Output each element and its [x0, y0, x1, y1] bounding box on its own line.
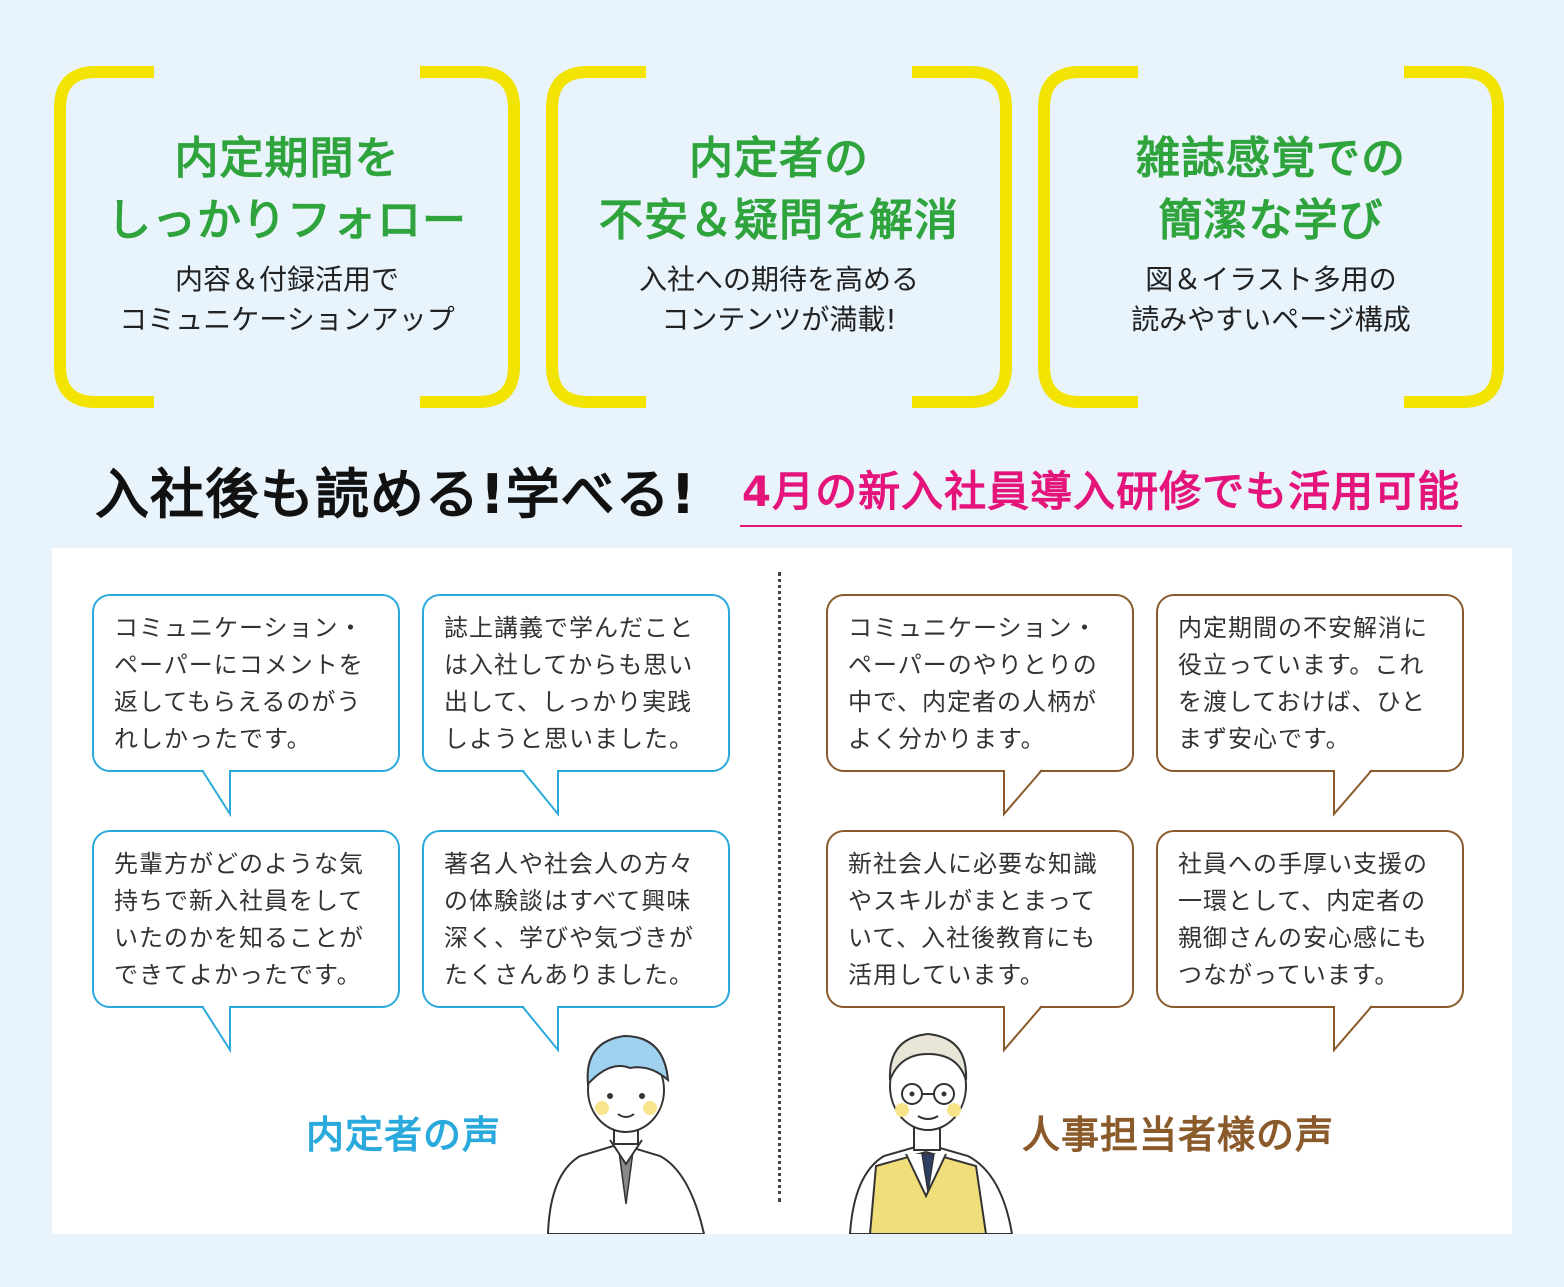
feature-title: 雑誌感覚での簡潔な学び: [1136, 133, 1406, 246]
hr-voice-label: 人事担当者様の声: [1022, 1113, 1335, 1157]
comment-text: コミュニケーション・ペーパーのやりとりの中で、内定者の人柄がよく分かります。: [848, 614, 1098, 753]
section-divider: [778, 572, 781, 1202]
bubble-tail: [1333, 768, 1373, 817]
feature-title: 内定期間をしっかりフォロー: [107, 133, 467, 246]
bubble-tail: [1003, 768, 1043, 817]
comment-text: 著名人や社会人の方々の体験談はすべて興味深く、学びや気づきがたくさんありました。: [444, 850, 694, 989]
speech-bubble: 内定期間の不安解消に役立っています。これを渡しておけば、ひとまず安心です。: [1156, 594, 1464, 772]
feature-subtitle: 内容＆付録活用でコミュニケーションアップ: [119, 263, 455, 336]
speech-bubble: 著名人や社会人の方々の体験談はすべて興味深く、学びや気づきがたくさんありました。: [422, 830, 730, 1008]
speech-bubble: コミュニケーション・ペーパーのやりとりの中で、内定者の人柄がよく分かります。: [826, 594, 1134, 772]
comment-text: 内定期間の不安解消に役立っています。これを渡しておけば、ひとまず安心です。: [1178, 614, 1428, 753]
feature-subtitle: 図＆イラスト多用の読みやすいページ構成: [1131, 263, 1411, 336]
comment-text: コミュニケーション・ペーパーにコメントを返してもらえるのがうれしかったです。: [114, 614, 364, 753]
feature-box-1: 内定期間をしっかりフォロー 内容＆付録活用でコミュニケーションアップ: [54, 66, 520, 408]
feature-title: 内定者の不安＆疑問を解消: [599, 133, 959, 246]
speech-bubble: 新社会人に必要な知識やスキルがまとまっていて、入社後教育にも活用しています。: [826, 830, 1134, 1008]
comment-text: 誌上講義で学んだことは入社してからも思い出して、しっかり実践しようと思いました。: [444, 614, 694, 753]
comment-text: 新社会人に必要な知識やスキルがまとまっていて、入社後教育にも活用しています。: [848, 850, 1098, 989]
hr-manager-illustration: [848, 1032, 1014, 1234]
bracket-frame: [54, 66, 520, 408]
bubble-tail: [201, 1004, 231, 1054]
bubble-tail: [521, 1004, 559, 1053]
bubble-tail: [1333, 1004, 1373, 1053]
employee-voice-label: 内定者の声: [306, 1113, 502, 1157]
speech-bubble: 誌上講義で学んだことは入社してからも思い出して、しっかり実践しようと思いました。: [422, 594, 730, 772]
speech-bubble: 先輩方がどのような気持ちで新入社員をしていたのかを知ることができてよかったです。: [92, 830, 400, 1008]
young-employee-illustration: [546, 1034, 706, 1234]
feature-subtitle: 入社への期待を高めるコンテンツが満載!: [638, 263, 919, 336]
comment-text: 先輩方がどのような気持ちで新入社員をしていたのかを知ることができてよかったです。: [114, 850, 364, 989]
sub-headline: 4月の新入社員導入研修でも活用可能: [740, 458, 1462, 527]
bracket-frame: [1038, 66, 1504, 408]
bracket-frame: [546, 66, 1012, 408]
bubble-tail: [521, 768, 559, 817]
feature-box-3: 雑誌感覚での簡潔な学び 図＆イラスト多用の読みやすいページ構成: [1038, 66, 1504, 408]
bubble-tail: [201, 768, 231, 818]
bubble-tail: [1003, 1004, 1043, 1053]
comment-text: 社員への手厚い支援の一環として、内定者の親御さんの安心感にもつながっています。: [1178, 850, 1428, 989]
speech-bubble: 社員への手厚い支援の一環として、内定者の親御さんの安心感にもつながっています。: [1156, 830, 1464, 1008]
speech-bubble: コミュニケーション・ペーパーにコメントを返してもらえるのがうれしかったです。: [92, 594, 400, 772]
feature-box-2: 内定者の不安＆疑問を解消 入社への期待を高めるコンテンツが満載!: [546, 66, 1012, 408]
headline: 入社後も読める!学べる!: [95, 463, 697, 526]
